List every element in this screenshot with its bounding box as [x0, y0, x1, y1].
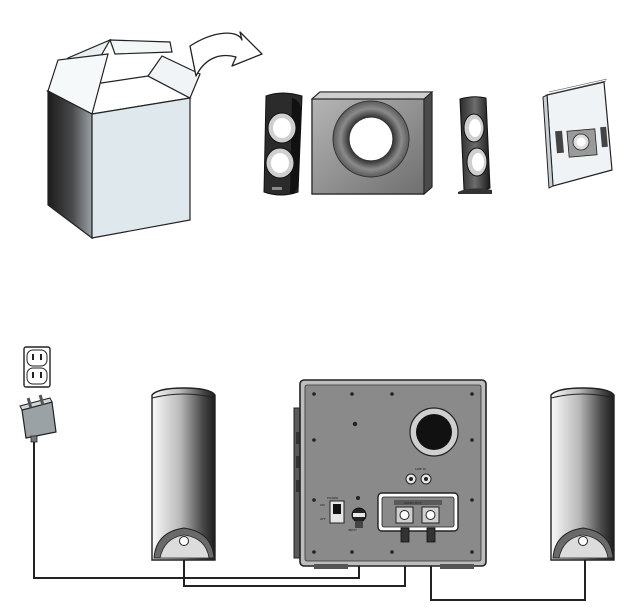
subwoofer-rear-panel: LINE IN POWER ON OFF INPUT	[293, 379, 487, 569]
bass-port	[409, 407, 459, 457]
speaker-plugs	[400, 527, 436, 543]
power-switch: POWER ON OFF	[320, 496, 345, 524]
svg-text:OFF: OFF	[320, 517, 326, 521]
connection-diagram: LINE IN POWER ON OFF INPUT	[19, 346, 615, 601]
line-in-jacks: LINE IN	[405, 467, 432, 485]
subwoofer	[310, 90, 434, 196]
right-satellite-speaker	[458, 96, 492, 194]
svg-text:POWER: POWER	[327, 496, 338, 500]
svg-text:INPUT: INPUT	[348, 528, 357, 532]
user-manual	[542, 78, 613, 189]
power-socket: INPUT	[348, 496, 367, 532]
svg-text:LINE IN: LINE IN	[415, 467, 426, 471]
svg-text:AUDIO OUT: AUDIO OUT	[404, 501, 421, 505]
power-plug-icon	[19, 394, 57, 443]
audio-out-panel: AUDIO OUT	[377, 492, 459, 532]
package-contents	[46, 31, 613, 240]
wall-outlet-icon	[23, 346, 51, 388]
box-icon	[46, 38, 201, 240]
left-speaker	[151, 387, 216, 561]
svg-text:ON: ON	[320, 503, 325, 507]
right-speaker	[550, 387, 615, 561]
left-satellite-speaker	[263, 92, 303, 196]
arrow-icon	[189, 31, 263, 77]
